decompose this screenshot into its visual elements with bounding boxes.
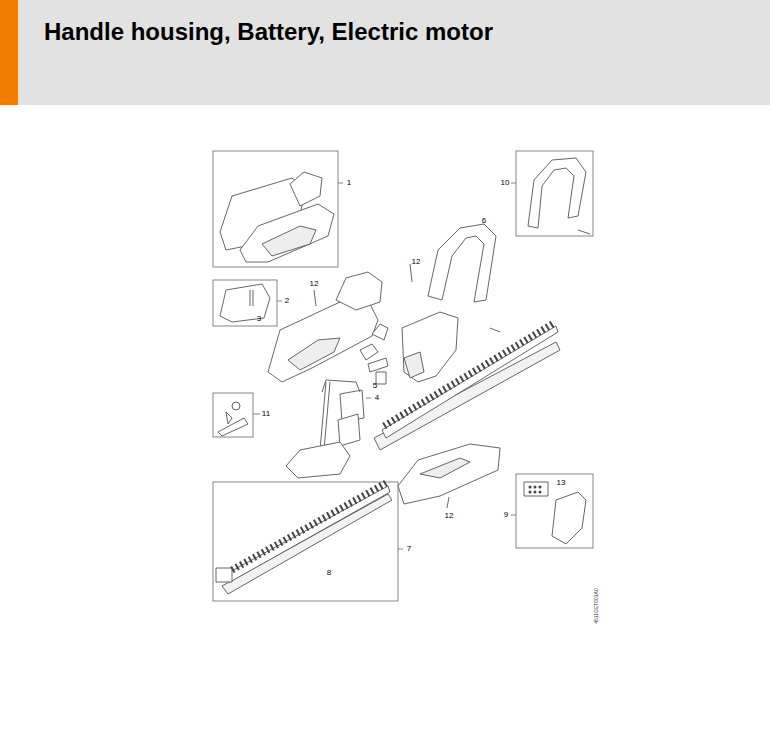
callout-number: 8: [327, 569, 331, 577]
callout-number: 6: [482, 217, 486, 225]
callout-number: 1: [347, 179, 351, 187]
callout-number: 12: [412, 258, 421, 266]
accent-bar: [0, 0, 18, 105]
callout-number: 2: [285, 297, 289, 305]
callout-number: 4: [375, 394, 379, 402]
callout-number: 7: [407, 545, 411, 553]
callout-number: 12: [310, 280, 319, 288]
page-title: Handle housing, Battery, Electric motor: [44, 18, 493, 46]
drawing-number: 4511GET001A0: [594, 588, 599, 624]
callout-number: 12: [445, 512, 454, 520]
callout-number: 11: [262, 410, 270, 418]
callout-number: 5: [373, 382, 377, 390]
callout-number: 9: [504, 511, 508, 519]
callout-number: 13: [557, 479, 566, 487]
callout-number: 3: [257, 315, 261, 323]
header-band: [0, 0, 770, 105]
callout-number: 10: [501, 179, 510, 187]
